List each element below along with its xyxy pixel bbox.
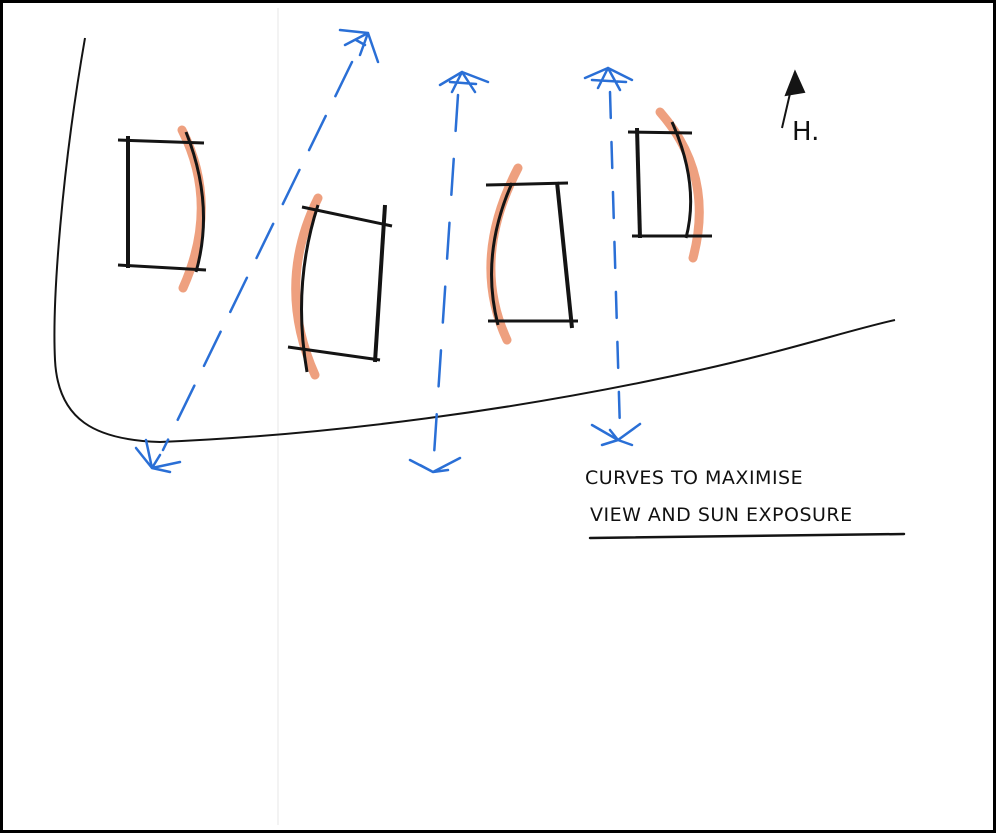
caption-line-2: VIEW AND SUN EXPOSURE [590,504,853,526]
building-block-1 [117,125,207,293]
view-axis-line-1 [161,60,354,452]
north-arrow-icon [781,69,806,129]
view-axis-line-3 [608,90,622,432]
view-axis-1 [134,28,380,474]
curved-facade-4 [655,107,704,263]
building-block-2 [287,193,393,380]
view-arrow-icon [134,28,380,474]
building-block-4 [627,107,712,263]
view-axis-2 [408,70,490,474]
site-boundary-line [53,37,896,444]
view-arrow-icon [583,66,642,447]
north-label: H. [792,117,819,147]
caption-line-1: CURVES TO MAXIMISE [585,467,803,489]
view-axis-3 [583,66,642,447]
curved-facade-2 [291,193,323,380]
building-block-3 [485,163,578,345]
view-arrow-icon [408,70,490,474]
caption-underline [588,532,906,540]
